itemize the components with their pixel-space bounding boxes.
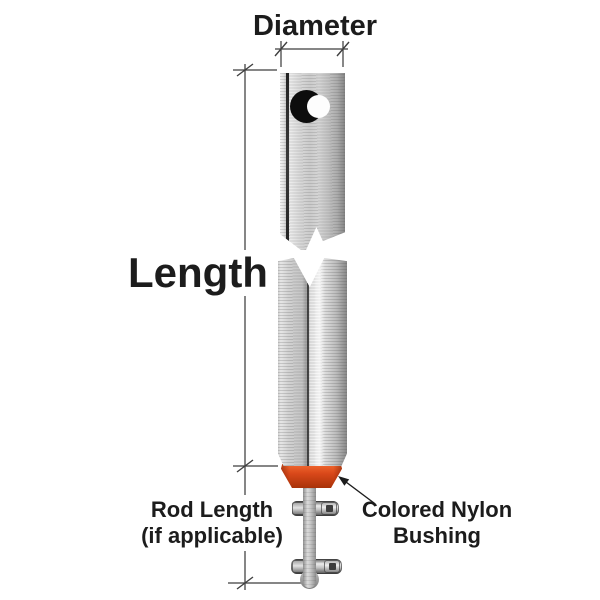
left-nut: [292, 560, 305, 573]
nut-face: [329, 563, 336, 570]
dimension-tick: [274, 41, 288, 57]
dimension-tick: [236, 459, 254, 473]
arrowhead-icon: [338, 476, 350, 486]
bushing-label-line1: Colored Nylon: [361, 497, 513, 522]
arrow-line: [345, 481, 375, 504]
dimension-tick: [236, 576, 254, 590]
left-nut: [292, 502, 305, 515]
lower-tube: [278, 258, 347, 466]
rod-length-line2: (if applicable): [141, 522, 283, 548]
tube-seam: [307, 282, 309, 466]
length-label: Length: [124, 249, 272, 297]
tilt-rod: [303, 484, 316, 588]
nut-face: [326, 505, 333, 512]
bushing-label-line2: Bushing: [393, 522, 481, 548]
tube-hole-highlight: [307, 95, 330, 118]
nylon-bushing: [281, 464, 342, 488]
upper-tube: [280, 73, 345, 250]
tube-highlight: [314, 258, 325, 466]
rod-length-label: Rod Length (if applicable): [132, 495, 292, 551]
bushing-label: Colored Nylon Bushing: [358, 497, 516, 549]
dimension-tick: [236, 63, 254, 77]
diameter-label: Diameter: [252, 10, 378, 42]
rod-length-line1: Rod Length: [150, 497, 274, 522]
tube-slot: [286, 73, 289, 250]
dimension-tick: [336, 41, 350, 57]
